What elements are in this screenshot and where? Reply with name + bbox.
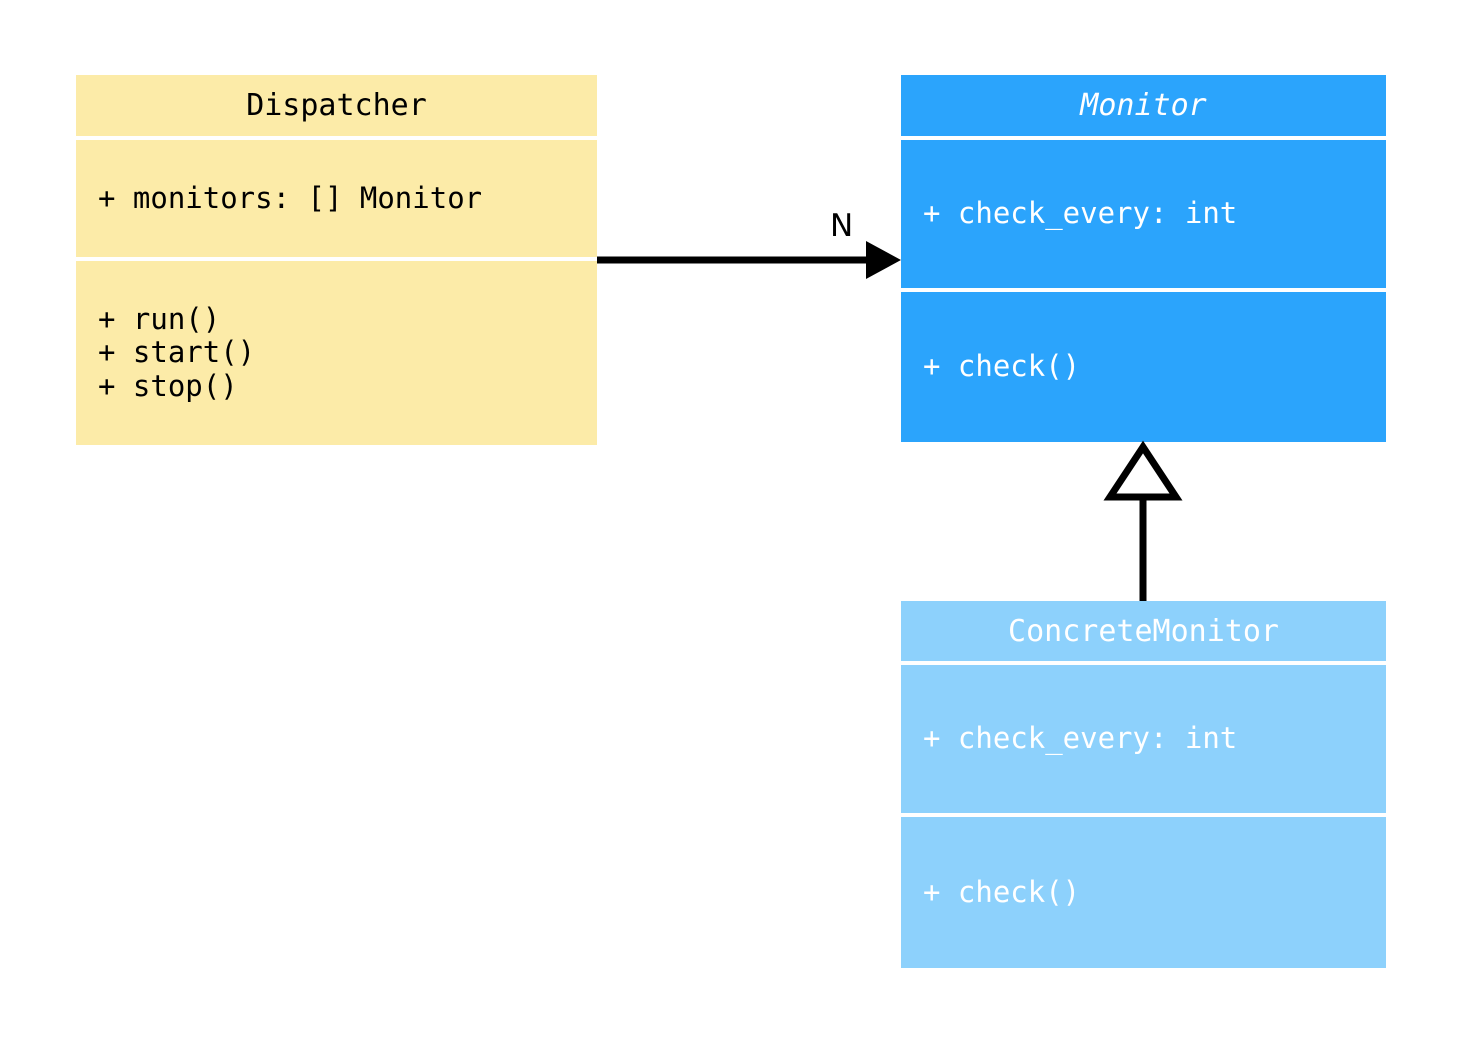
attribute-row: + monitors: [] Monitor xyxy=(98,180,483,215)
class-box-dispatcher[interactable]: Dispatcher + monitors: [] Monitor + run(… xyxy=(76,75,597,445)
class-name-monitor: Monitor xyxy=(1080,88,1207,123)
methods-compartment-concrete-monitor: + check() xyxy=(901,817,1386,968)
class-divider xyxy=(901,136,1386,140)
attribute-row: + check_every: int xyxy=(923,196,1238,231)
class-divider xyxy=(901,661,1386,665)
method-row: + check() xyxy=(923,874,1081,909)
class-divider xyxy=(76,257,597,261)
method-row: + start() xyxy=(98,335,256,370)
class-divider xyxy=(901,288,1386,292)
method-row: + check() xyxy=(923,349,1081,384)
class-box-monitor[interactable]: Monitor + check_every: int + check() xyxy=(901,75,1386,442)
attributes-compartment-concrete-monitor: + check_every: int xyxy=(901,665,1386,813)
generalization-arrow-concrete-monitor-to-monitor xyxy=(1103,440,1183,601)
class-name-dispatcher: Dispatcher xyxy=(246,88,427,123)
methods-compartment-dispatcher: + run() + start() + stop() xyxy=(76,261,597,445)
attribute-row: + check_every: int xyxy=(923,721,1238,756)
association-multiplicity-label: N xyxy=(830,208,854,244)
class-divider xyxy=(76,136,597,140)
attributes-compartment-monitor: + check_every: int xyxy=(901,140,1386,288)
filled-triangle-arrowhead-icon xyxy=(866,241,901,279)
method-row: + stop() xyxy=(98,368,238,403)
class-divider xyxy=(901,813,1386,817)
association-arrow-dispatcher-to-monitor xyxy=(597,241,901,279)
class-box-concrete-monitor[interactable]: ConcreteMonitor + check_every: int + che… xyxy=(901,601,1386,968)
method-row: + run() xyxy=(98,301,221,336)
methods-compartment-monitor: + check() xyxy=(901,292,1386,442)
hollow-triangle-arrowhead-icon xyxy=(1103,440,1183,501)
class-name-concrete-monitor: ConcreteMonitor xyxy=(1008,613,1279,649)
attributes-compartment-dispatcher: + monitors: [] Monitor xyxy=(76,140,597,257)
